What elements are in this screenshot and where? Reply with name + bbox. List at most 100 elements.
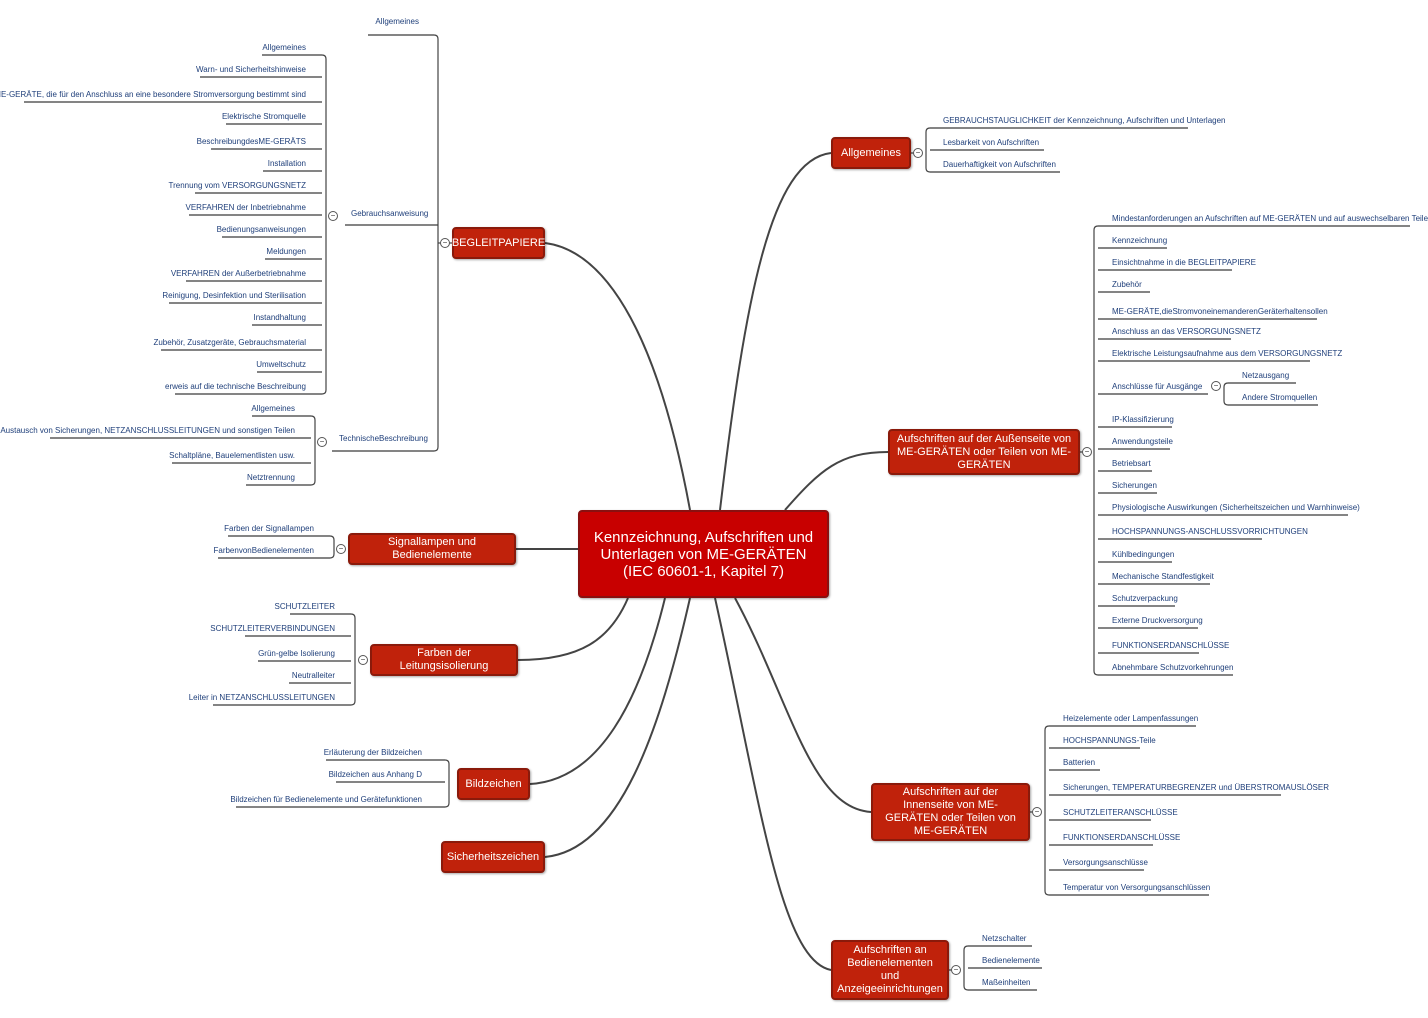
innenseite-item[interactable]: Versorgungsanschlüsse bbox=[1063, 858, 1148, 867]
gebrauchsanweisung-bracket bbox=[321, 54, 327, 395]
aussenseite-node[interactable]: Aufschriften auf der Außenseite von ME-G… bbox=[888, 429, 1080, 475]
aussenseite-item[interactable]: IP-Klassifizierung bbox=[1112, 415, 1174, 424]
aussenseite-bracket bbox=[1093, 225, 1099, 676]
gebrauchsanweisung-item[interactable]: ME-GERÄTE, die für den Anschluss an eine… bbox=[0, 90, 306, 99]
aussenseite-item[interactable]: Betriebsart bbox=[1112, 459, 1151, 468]
allgemeines-item[interactable]: Dauerhaftigkeit von Aufschriften bbox=[943, 160, 1056, 169]
bedien-toggle-icon[interactable]: − bbox=[951, 965, 961, 975]
gebrauchsanweisung-item[interactable]: Reinigung, Desinfektion und Sterilisatio… bbox=[162, 291, 306, 300]
aussenseite-item[interactable]: Anwendungsteile bbox=[1112, 437, 1173, 446]
gebrauchsanweisung-item[interactable]: VERFAHREN der Inbetriebnahme bbox=[185, 203, 307, 212]
farben-item[interactable]: SCHUTZLEITER bbox=[274, 602, 335, 611]
signallampen-node[interactable]: Signallampen und Bedienelemente bbox=[348, 533, 516, 565]
gebrauchsanweisung-item[interactable]: Zubehör, Zusatzgeräte, Gebrauchsmaterial bbox=[153, 338, 306, 347]
farben-leitungsisolierung-node[interactable]: Farben der Leitungsisolierung bbox=[370, 644, 518, 676]
technisch-toggle-icon[interactable]: − bbox=[317, 437, 327, 447]
gebrauch-toggle-icon[interactable]: − bbox=[328, 211, 338, 221]
signallampen-item[interactable]: FarbenvonBedienelementen bbox=[213, 546, 314, 555]
aussenseite-item[interactable]: Einsichtnahme in die BEGLEITPAPIERE bbox=[1112, 258, 1256, 267]
aussenseite-item[interactable]: Elektrische Leistungsaufnahme aus dem VE… bbox=[1112, 349, 1343, 358]
bedien-item[interactable]: Bedienelemente bbox=[982, 956, 1040, 965]
aussenseite-item[interactable]: Anschlüsse für Ausgänge bbox=[1112, 382, 1203, 391]
aussenseite-item[interactable]: Anschluss an das VERSORGUNGSNETZ bbox=[1112, 327, 1261, 336]
anschluesse-toggle-icon[interactable]: − bbox=[1211, 381, 1221, 391]
technische-beschreibung-item[interactable]: Allgemeines bbox=[251, 404, 295, 413]
innenseite-item[interactable]: Heizelemente oder Lampenfassungen bbox=[1063, 714, 1199, 723]
farben-item[interactable]: Leiter in NETZANSCHLUSSLEITUNGEN bbox=[188, 693, 335, 702]
gebrauchsanweisung-item[interactable]: Instandhaltung bbox=[253, 313, 307, 322]
farben-item[interactable]: Grün-gelbe Isolierung bbox=[258, 649, 335, 658]
signallampen-node-label: Signallampen und Bedienelemente bbox=[387, 536, 477, 561]
aussenseite-item[interactable]: Kühlbedingungen bbox=[1112, 550, 1175, 559]
begleit-toggle-icon[interactable]: − bbox=[440, 238, 450, 248]
aussenseite-item[interactable]: Externe Druckversorgung bbox=[1112, 616, 1203, 625]
technische-beschreibung-label[interactable]: TechnischeBeschreibung bbox=[339, 434, 428, 443]
allgemeines-node[interactable]: Allgemeines bbox=[831, 137, 911, 169]
innenseite-toggle-icon[interactable]: − bbox=[1032, 807, 1042, 817]
gebrauchsanweisung-item[interactable]: erweis auf die technische Beschreibung bbox=[165, 382, 306, 391]
bildzeichen-item[interactable]: Erläuterung der Bildzeichen bbox=[323, 748, 422, 757]
aussenseite-item[interactable]: Mechanische Standfestigkeit bbox=[1112, 572, 1214, 581]
gebrauchsanweisung-item[interactable]: Umweltschutz bbox=[256, 360, 306, 369]
gebrauchsanweisung-item[interactable]: BeschreibungdesME-GERÄTS bbox=[196, 137, 306, 146]
aussenseite-item[interactable]: Sicherungen bbox=[1112, 481, 1157, 490]
innenseite-item[interactable]: FUNKTIONSERDANSCHLÜSSE bbox=[1063, 833, 1181, 842]
gebrauchsanweisung-item[interactable]: Warn- und Sicherheitshinweise bbox=[196, 65, 306, 74]
begleit-allgemeines-item[interactable]: Allgemeines bbox=[375, 17, 419, 26]
innenseite-item[interactable]: HOCHSPANNUNGS-Teile bbox=[1063, 736, 1156, 745]
aussenseite-item[interactable]: Schutzverpackung bbox=[1112, 594, 1178, 603]
innenseite-item[interactable]: Temperatur von Versorgungsanschlüssen bbox=[1063, 883, 1211, 892]
farben-item[interactable]: Neutralleiter bbox=[291, 671, 335, 680]
signal-toggle-icon[interactable]: − bbox=[336, 544, 346, 554]
allgemeines-item[interactable]: Lesbarkeit von Aufschriften bbox=[943, 138, 1040, 147]
aussenseite-item[interactable]: ME-GERÄTE,dieStromvoneinemanderenGeräter… bbox=[1112, 307, 1328, 316]
ausgaenge-bracket bbox=[1223, 382, 1229, 406]
aussenseite-item[interactable]: Physiologische Auswirkungen (Sicherheits… bbox=[1112, 503, 1360, 512]
signallampen-item[interactable]: Farben der Signallampen bbox=[224, 524, 314, 533]
farben-item[interactable]: SCHUTZLEITERVERBINDUNGEN bbox=[210, 624, 335, 633]
bedien-item[interactable]: Netzschalter bbox=[982, 934, 1027, 943]
aussenseite-toggle-icon[interactable]: − bbox=[1082, 447, 1092, 457]
begleitpapiere-node-label: BEGLEITPAPIERE bbox=[451, 236, 546, 249]
bildzeichen-node[interactable]: Bildzeichen bbox=[457, 768, 530, 800]
connector-bedien bbox=[714, 597, 832, 971]
innenseite-node[interactable]: Aufschriften auf der Innenseite von ME-G… bbox=[871, 783, 1030, 841]
gebrauchsanweisung-item[interactable]: VERFAHREN der Außerbetriebnahme bbox=[170, 269, 306, 278]
aussenseite-item[interactable]: Mindestanforderungen an Aufschriften auf… bbox=[1112, 214, 1428, 223]
gebrauchsanweisung-item[interactable]: Allgemeines bbox=[262, 43, 306, 52]
aussenseite-item[interactable]: FUNKTIONSERDANSCHLÜSSE bbox=[1112, 641, 1230, 650]
sicherheitszeichen-node[interactable]: Sicherheitszeichen bbox=[441, 841, 545, 873]
gebrauchsanweisung-item[interactable]: Bedienungsanweisungen bbox=[216, 225, 306, 234]
aussenseite-item[interactable]: Kennzeichnung bbox=[1112, 236, 1168, 245]
technische-beschreibung-item[interactable]: Netztrennung bbox=[246, 473, 295, 482]
innenseite-item[interactable]: Sicherungen, TEMPERATURBEGRENZER und ÜBE… bbox=[1063, 783, 1330, 792]
connector-aussen bbox=[784, 451, 889, 511]
allgemeines-toggle-icon[interactable]: − bbox=[913, 148, 923, 158]
begleitpapiere-node[interactable]: BEGLEITPAPIERE bbox=[452, 227, 545, 259]
bildzeichen-item[interactable]: Bildzeichen aus Anhang D bbox=[328, 770, 422, 779]
gebrauchsanweisung-item[interactable]: Elektrische Stromquelle bbox=[221, 112, 306, 121]
gebrauchsanweisung-item[interactable]: Installation bbox=[267, 159, 306, 168]
allgemeines-bracket bbox=[925, 127, 931, 173]
farben-toggle-icon[interactable]: − bbox=[358, 655, 368, 665]
innenseite-node-label: Aufschriften auf der Innenseite von ME-G… bbox=[885, 786, 1016, 837]
farben-leitungsisolierung-node-label: Farben der Leitungsisolierung bbox=[399, 647, 489, 672]
bedien-item[interactable]: Maßeinheiten bbox=[982, 978, 1031, 987]
central-topic-node[interactable]: Kennzeichnung, Aufschriften und Unterlag… bbox=[578, 510, 829, 598]
aussenseite-item[interactable]: Zubehör bbox=[1112, 280, 1142, 289]
aussenseite-item[interactable]: HOCHSPANNUNGS-ANSCHLUSSVORRICHTUNGEN bbox=[1112, 527, 1308, 536]
aussenseite-item[interactable]: Abnehmbare Schutzvorkehrungen bbox=[1112, 663, 1234, 672]
gebrauchsanweisung-item[interactable]: Meldungen bbox=[266, 247, 306, 256]
ausgaenge-item[interactable]: Netzausgang bbox=[1242, 371, 1290, 380]
technische-beschreibung-item[interactable]: Austausch von Sicherungen, NETZANSCHLUSS… bbox=[0, 426, 295, 435]
innenseite-item[interactable]: SCHUTZLEITERANSCHLÜSSE bbox=[1063, 808, 1178, 817]
gebrauchsanweisung-label[interactable]: Gebrauchsanweisung bbox=[351, 209, 429, 218]
gebrauchsanweisung-item[interactable]: Trennung vom VERSORGUNGSNETZ bbox=[168, 181, 306, 190]
allgemeines-item[interactable]: GEBRAUCHSTAUGLICHKEIT der Kennzeichnung,… bbox=[943, 116, 1226, 125]
technische-beschreibung-item[interactable]: Schaltpläne, Bauelementlisten usw. bbox=[169, 451, 295, 460]
innenseite-item[interactable]: Batterien bbox=[1063, 758, 1096, 767]
bildzeichen-item[interactable]: Bildzeichen für Bedienelemente und Gerät… bbox=[230, 795, 422, 804]
ausgaenge-item[interactable]: Andere Stromquellen bbox=[1242, 393, 1318, 402]
sicherheitszeichen-node-label: Sicherheitszeichen bbox=[446, 850, 540, 863]
bedienelemente-node[interactable]: Aufschriften an Bedienelementen und Anze… bbox=[831, 940, 949, 1000]
